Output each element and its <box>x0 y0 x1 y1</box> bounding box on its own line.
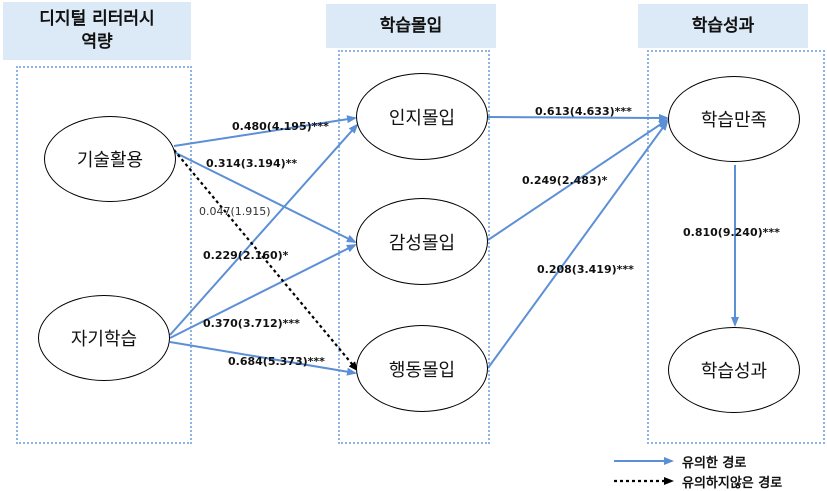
node-emotional-engagement: 감성몰입 <box>356 198 488 285</box>
legend-nonsignificant-label: 유의하지않은 경로 <box>682 476 783 491</box>
label-tech-emo: 0.314(3.194)** <box>206 157 298 170</box>
label-self-cog: 0.229(2.160)* <box>203 249 289 262</box>
label-cog-sat: 0.613(4.633)*** <box>535 105 632 118</box>
column-learning-engagement <box>338 50 490 444</box>
arrow-emo-sat <box>487 118 669 241</box>
arrow-self-cog <box>169 123 359 336</box>
node-learning-satisfaction: 학습만족 <box>668 76 800 162</box>
header-learning-outcome: 학습성과 <box>638 4 808 48</box>
node-self-learning: 자기학습 <box>38 295 170 381</box>
node-behavioral-engagement: 행동몰입 <box>356 325 488 412</box>
label-tech-beh: 0.047(1.915) <box>199 205 271 218</box>
label-beh-sat: 0.208(3.419)*** <box>537 263 634 276</box>
arrow-tech-emo <box>173 151 357 243</box>
column-digital-literacy <box>16 66 192 444</box>
arrow-self-emo <box>169 244 357 339</box>
node-learning-performance: 학습성과 <box>668 327 800 413</box>
label-self-emo: 0.370(3.712)*** <box>203 317 300 330</box>
label-sat-perf: 0.810(9.240)*** <box>683 226 780 239</box>
arrow-cog-sat <box>487 113 669 122</box>
label-tech-cog: 0.480(4.195)*** <box>232 120 329 133</box>
header-learning-engagement: 학습몰입 <box>326 4 496 48</box>
arrow-beh-sat <box>487 120 669 369</box>
arrow-tech-cog <box>173 115 357 147</box>
label-emo-sat: 0.249(2.483)* <box>522 174 608 187</box>
header-digital-literacy: 디지털 리터러시 역량 <box>3 2 191 60</box>
legend-significant-label: 유의한 경로 <box>682 456 747 471</box>
label-self-beh: 0.684(5.373)*** <box>228 355 325 368</box>
node-cognitive-engagement: 인지몰입 <box>356 73 488 160</box>
column-learning-outcome <box>647 50 825 444</box>
node-tech-use: 기술활용 <box>44 116 176 202</box>
arrow-self-beh <box>169 341 357 376</box>
